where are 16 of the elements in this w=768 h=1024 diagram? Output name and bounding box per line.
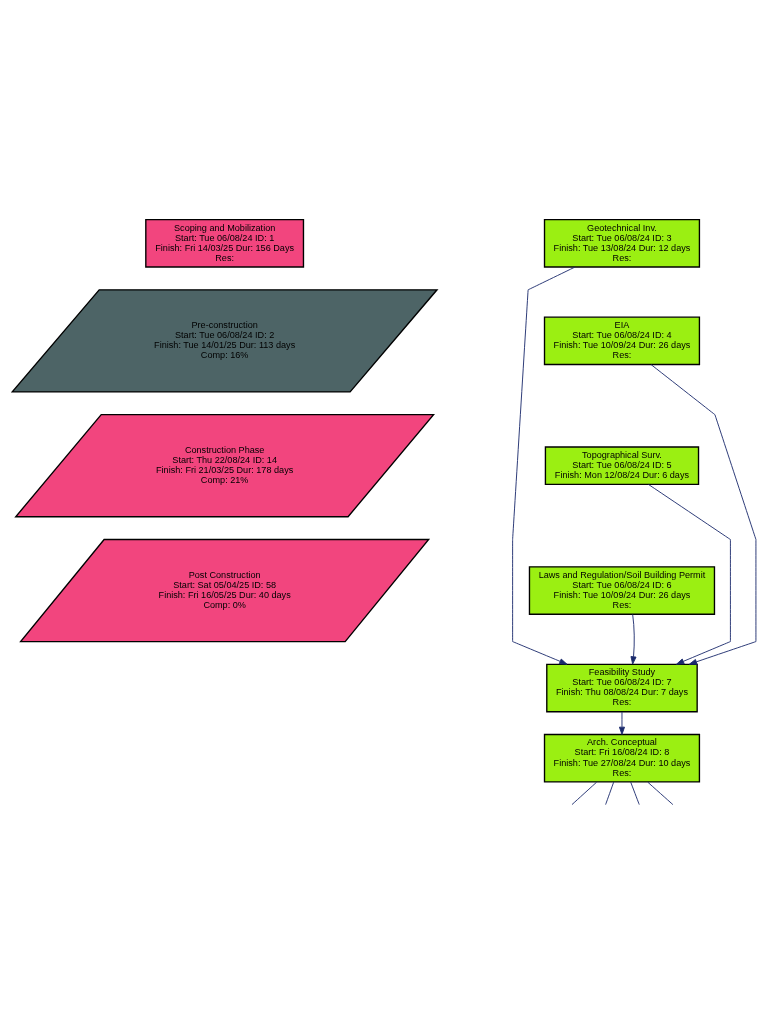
- node-box: Geotechnical Inv. Start: Tue 06/08/24 ID: 3 Finish: Tue 13/08/24 Dur: 12 days Res:: [543, 218, 701, 268]
- arrow: [650, 363, 757, 665]
- arrow: [630, 613, 637, 665]
- node-box: EIA Start: Tue 06/08/24 ID: 4 Finish: Tue 10/09/24 Dur: 26 days Res:: [543, 315, 701, 365]
- arrow: [512, 266, 576, 665]
- node-box: Scoping and Mobilization Start: Tue 06/08/24 ID: 1 Finish: Fri 14/03/25 Dur: 156 Days Res:: [145, 218, 305, 268]
- arrow: [648, 483, 731, 665]
- connector: [605, 781, 615, 805]
- arrow: [618, 711, 625, 735]
- node-box: Topographical Surv. Start: Tue 06/08/24 ID: 5 Finish: Mon 12/08/24 Dur: 6 days: [544, 445, 700, 485]
- connector: [647, 781, 674, 805]
- node-box: Feasibility Study Start: Tue 06/08/24 ID: 7 Finish: Thu 08/08/24 Dur: 7 days Res:: [546, 663, 698, 712]
- connector: [630, 781, 640, 805]
- node-box: Arch. Conceptual Start: Fri 16/08/24 ID: 8 Finish: Tue 27/08/24 Dur: 10 days Res:: [543, 733, 701, 783]
- connector: [571, 781, 598, 805]
- node-box: Laws and Regulation/Soil Building Permit Start: Tue 06/08/24 ID: 6 Finish: Tue 10/09/24 Dur: 26 days Res:: [528, 565, 716, 615]
